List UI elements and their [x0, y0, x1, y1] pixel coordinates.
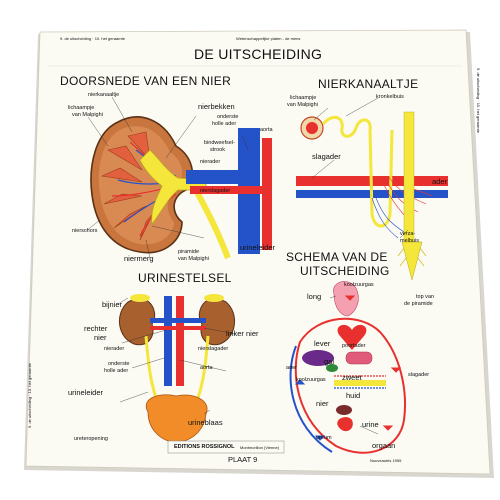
schema-label-nier: nier — [316, 399, 329, 408]
kidney-label-lichaampje-1: lichaampje — [68, 105, 95, 111]
schema-label-koolzuurgas-left: koolzuurgas — [296, 377, 326, 383]
intestine — [345, 351, 373, 365]
urinary-label-aorta: aorta — [200, 365, 213, 371]
urinary-system — [117, 294, 237, 443]
schema-label-lever: lever — [314, 339, 331, 348]
footer-right-text: Nouveautés 1955 — [370, 458, 402, 463]
schema-label-slagader: slagader — [408, 372, 430, 378]
urinary-label-nierslagader: nierslagader — [198, 346, 229, 352]
urinary-label-onderste-2: holle ader — [104, 368, 129, 374]
lung — [333, 281, 359, 317]
schema-kidney — [336, 405, 352, 415]
kidney-label-nierbekken: nierbekken — [198, 102, 235, 111]
nephron-label-lichaampje-1: lichaampje — [290, 95, 317, 101]
schema-label-koolzuurgas-top: koolzuurgas — [344, 282, 374, 288]
nephron-diagram — [296, 97, 448, 281]
gallbladder — [326, 364, 338, 372]
schema-label-ureum: ureum — [316, 435, 332, 441]
kidney-label-nierschors: nierschors — [72, 228, 98, 234]
renal-artery — [190, 186, 266, 194]
heart — [337, 324, 367, 350]
schema-label-urine: urine — [362, 420, 379, 429]
schema-section-title-1: SCHEMA VAN DE — [286, 250, 388, 264]
kidney-label-niermerg: niermerg — [124, 254, 154, 263]
kidney-section-title: DOORSNEDE VAN EEN NIER — [60, 74, 232, 88]
pyramid-tip — [401, 241, 423, 281]
nephron-label-slagader: slagader — [312, 152, 341, 161]
aorta — [262, 138, 272, 250]
medulla-pyramids — [100, 131, 155, 241]
kidney-label-aorta: aorta — [260, 127, 273, 133]
collecting-duct — [403, 111, 415, 243]
schema-label-long: long — [307, 292, 322, 301]
renal-vein — [186, 170, 242, 184]
kidney-label-bindweefsel-2: strook — [210, 147, 225, 153]
corner-top-center-text: Wetenschappelijke platen - de mens — [236, 36, 301, 41]
nephron-label-verzamelbuis-2: melbuis — [400, 238, 419, 244]
urinary-label-rechter-1: rechter — [84, 324, 108, 333]
nephron-label-ader: ader — [432, 177, 448, 186]
schema-bladder — [337, 417, 353, 432]
kidney-label-onderste-2: holle ader — [212, 121, 237, 127]
schema-label-poortader: poortader — [342, 343, 366, 349]
corner-top-left-text: 9. de uitscheiding · 10. het geraamte — [60, 36, 125, 41]
footer-publisher: EDITIONS ROSSIGNOL — [174, 444, 235, 450]
urinary-label-nierader: nierader — [104, 346, 125, 352]
schema-label-zweet: zweet — [342, 373, 362, 382]
kidney-cross-section — [85, 96, 272, 260]
loop-of-henle — [368, 129, 394, 228]
ureter — [193, 188, 231, 260]
urinary-label-urineleider: urineleider — [68, 388, 104, 397]
kidney-label-lichaampje-2: van Malpighi — [72, 112, 103, 118]
schema-label-orgaan: orgaan — [372, 441, 396, 450]
urinary-label-urineblaas: urineblaas — [188, 418, 223, 427]
kidney-label-piramide-2: van Malpighi — [178, 256, 209, 262]
kidney-label-piramide-1: piramide — [178, 249, 200, 255]
adrenal-right — [130, 294, 150, 302]
urinary-section-title: URINESTELSEL — [138, 271, 232, 285]
footer-box — [167, 440, 285, 454]
nephron-section-title: NIERKANAALTJE — [318, 77, 419, 91]
kidney-label-urineleider: urineleider — [240, 243, 276, 252]
schema-label-gal: gal — [324, 357, 335, 366]
urinary-label-linker: linker nier — [226, 329, 259, 338]
skin-band — [334, 380, 386, 386]
liver — [302, 350, 334, 366]
urinary-label-rechter-2: nier — [94, 333, 107, 342]
convoluted-tubule — [321, 115, 372, 138]
side-right-text: 9. de uitscheiding · 10. het geraamte — [476, 68, 481, 133]
kidney-label-onderste-1: onderste — [217, 114, 239, 120]
kidney-label-nierslagader: nierslagader — [200, 188, 231, 194]
nephron-label-kronkelbuis: kronkelbuis — [376, 94, 404, 100]
urinary-label-bijnier: bijnier — [102, 300, 123, 309]
nephron-label-top-1: top van — [416, 294, 435, 300]
schema-section-title-2: UITSCHEIDING — [300, 264, 390, 278]
schema-label-huid: huid — [346, 391, 361, 400]
footer-plate: PLAAT 9 — [228, 455, 258, 464]
nephron-label-verzamelbuis-1: verza- — [400, 231, 416, 237]
schema-label-ader: ader — [286, 365, 298, 371]
footer-place: Montmorillon (Vienne) — [240, 445, 280, 450]
excretion-schema — [289, 281, 406, 454]
kidney-label-nierader: nierader — [200, 159, 221, 165]
renal-pelvis — [139, 149, 207, 225]
kidney-label-nierkanaaltje: nierkanaaltje — [88, 92, 120, 98]
nephron-label-lichaampje-2: van Malpighi — [287, 102, 318, 108]
bladder — [145, 394, 208, 443]
adrenal-left — [204, 294, 224, 302]
kidney-label-bindweefsel-1: bindweefsel- — [204, 140, 235, 146]
main-title: DE UITSCHEIDING — [194, 46, 323, 62]
side-left-text: 9. de uitscheiding · 10. het geraamte — [27, 363, 32, 428]
urinary-label-ureteropening: ureteropening — [74, 436, 108, 442]
nephron-label-top-2: de piramide — [404, 301, 433, 307]
urinary-label-onderste-1: onderste — [108, 361, 130, 367]
